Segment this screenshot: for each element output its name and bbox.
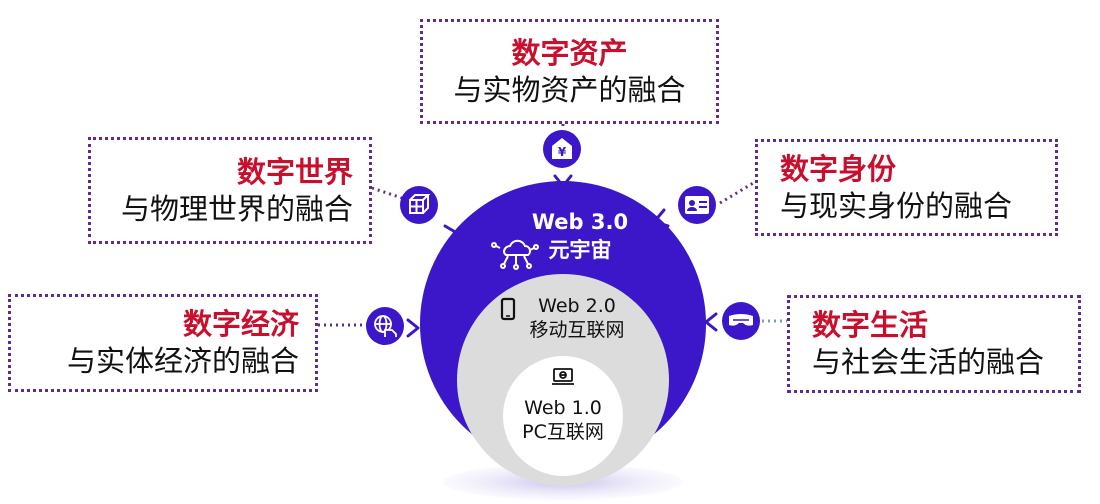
arrow-br [704,312,718,332]
box-title: 数字世界 [236,154,353,189]
vr-headset-badge [722,302,760,340]
arrow-bl [406,318,420,338]
box-subtitle: 与社会生活的融合 [812,345,1045,379]
yuan-house-icon: ¥ [552,138,572,159]
laptop-icon [552,368,574,385]
box-subtitle: 与现实身份的融合 [780,188,1013,223]
box-subtitle: 与物理世界的融合 [120,191,353,226]
inner-circle-web1 [503,356,623,476]
box-digital-world: 数字世界 与物理世界的融合 [88,137,372,244]
cube-icon [409,194,431,214]
box-digital-life: 数字生活 与社会生活的融合 [787,295,1081,393]
box-title: 数字身份 [780,151,897,186]
web3-title: Web 3.0 [531,210,629,234]
id-card-icon [685,196,709,214]
web3-label: Web 3.0 元宇宙 [520,208,640,264]
cube-badge [400,186,438,224]
connector-left [371,186,403,200]
box-title: 数字生活 [812,308,929,342]
id-card-badge [678,186,716,224]
vr-headset-icon [729,314,753,326]
web2-label: Web 2.0 移动互联网 [515,294,639,342]
web2-title: Web 2.0 [538,295,616,317]
cloud-network-icon [491,239,539,270]
globe-hand-badge [366,307,404,345]
web1-title: Web 1.0 [524,397,602,419]
web1-label: Web 1.0 PC互联网 [508,396,618,444]
box-title: 数字经济 [182,307,299,341]
box-digital-economy: 数字经济 与实体经济的融合 [8,294,318,392]
box-subtitle: 与实物资产的融合 [453,72,686,107]
yuan-symbol: ¥ [558,145,567,159]
box-digital-identity: 数字身份 与现实身份的融合 [755,139,1058,236]
connector-right [719,180,756,205]
box-digital-assets: 数字资产 与实物资产的融合 [420,19,719,124]
yuan-house-badge: ¥ [543,130,581,168]
web3-subtitle: 元宇宙 [548,238,612,262]
box-subtitle: 与实体经济的融合 [66,344,299,378]
web2-subtitle: 移动互联网 [529,319,625,341]
smartphone-icon [500,297,516,321]
web1-subtitle: PC互联网 [522,421,604,443]
globe-hand-icon [374,315,397,337]
box-title: 数字资产 [511,35,628,70]
